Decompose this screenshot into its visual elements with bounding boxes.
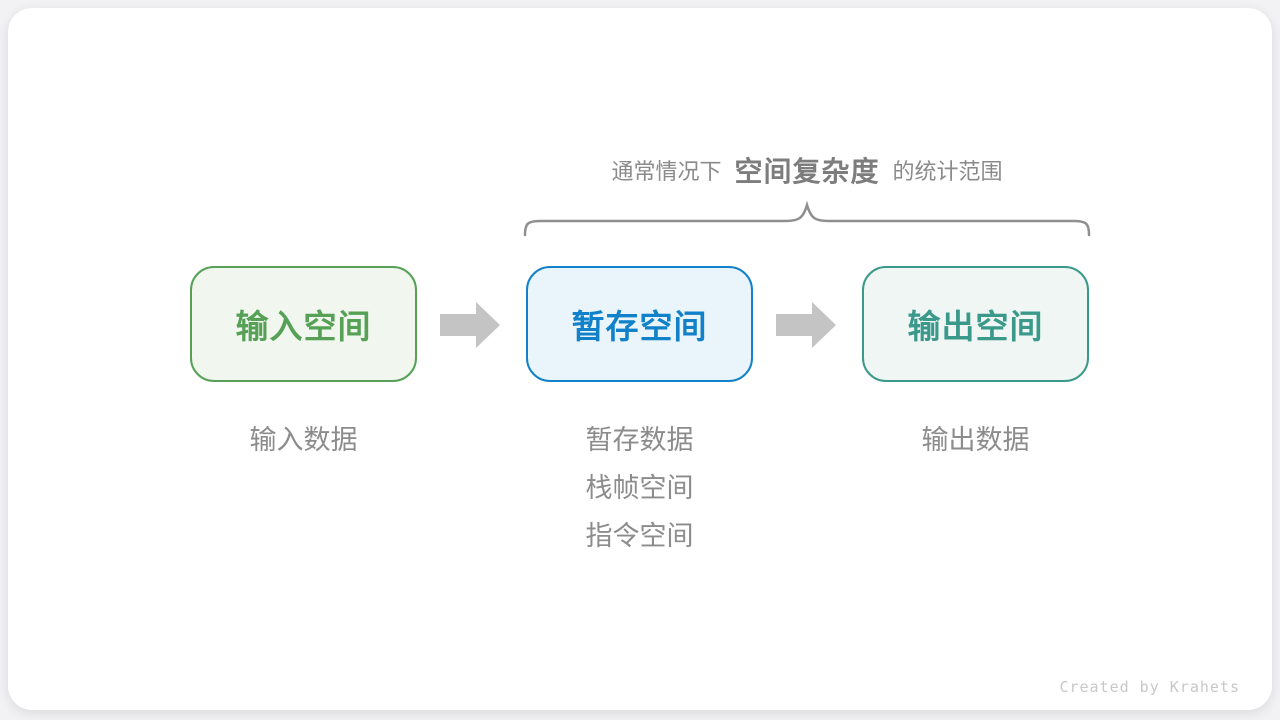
- temporary-space-box: 暂存空间: [526, 266, 753, 382]
- diagram-card: 通常情况下 空间复杂度 的统计范围 输入空间 暂存空间 输出空间 输入数据: [8, 8, 1272, 710]
- output-space-sublabels: 输出数据: [862, 416, 1089, 464]
- input-space-box: 输入空间: [190, 266, 417, 382]
- right-arrow-icon: [440, 302, 500, 348]
- input-space-label: 输入空间: [235, 308, 372, 345]
- curly-brace-icon: [523, 200, 1091, 237]
- credit-text: Created by Krahets: [1059, 678, 1240, 696]
- scope-annotation-prefix: 通常情况下: [611, 159, 722, 184]
- input-space-sublabels: 输入数据: [190, 416, 417, 464]
- scope-annotation: 通常情况下 空间复杂度 的统计范围: [523, 148, 1091, 192]
- output-space-label: 输出空间: [907, 308, 1044, 345]
- sublabel-output-data: 输出数据: [921, 425, 1030, 455]
- sublabel-temp-data: 暂存数据: [585, 425, 694, 455]
- sublabel-instruction-space: 指令空间: [585, 521, 694, 551]
- sublabel-stack-frame-space: 栈帧空间: [585, 473, 694, 503]
- temporary-space-label: 暂存空间: [571, 308, 708, 345]
- right-arrow-icon: [776, 302, 836, 348]
- temporary-space-sublabels: 暂存数据 栈帧空间 指令空间: [526, 416, 753, 560]
- scope-annotation-term: 空间复杂度: [734, 156, 880, 187]
- scope-annotation-suffix: 的统计范围: [892, 159, 1003, 184]
- sublabel-input-data: 输入数据: [249, 425, 358, 455]
- output-space-box: 输出空间: [862, 266, 1089, 382]
